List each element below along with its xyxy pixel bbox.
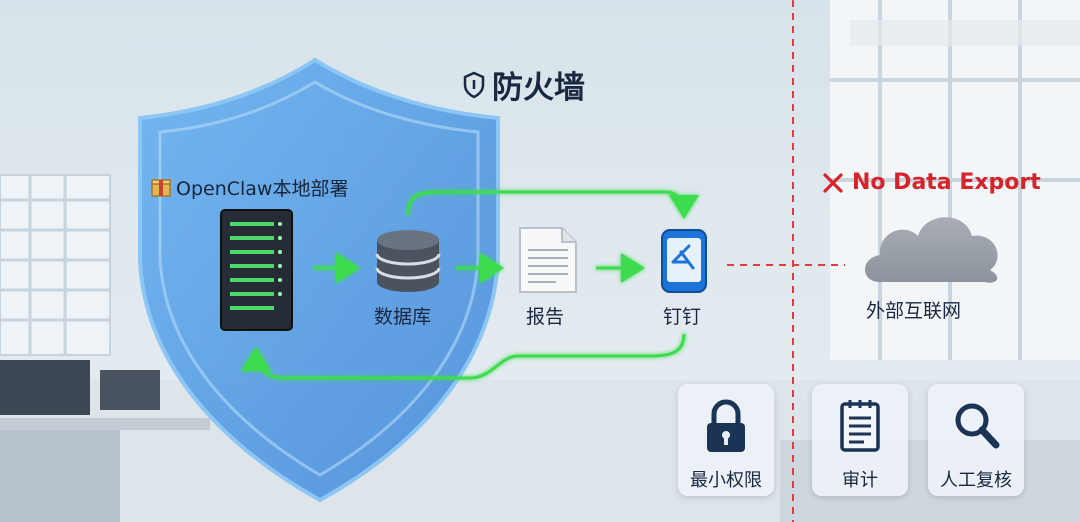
- feature-label: 审计: [842, 470, 878, 491]
- firewall-title: 防火墙: [462, 62, 585, 107]
- lock-icon: [707, 399, 745, 452]
- document-icon: [519, 227, 577, 293]
- feature-card-manual-review: 人工复核: [928, 384, 1024, 496]
- feature-label: 人工复核: [940, 470, 1012, 491]
- magnifier-icon: [955, 403, 1000, 449]
- arrow-dingtalk-to-server: [241, 333, 686, 380]
- arrow-db-to-dingtalk: [406, 190, 699, 219]
- feature-card-audit: 审计: [812, 384, 908, 496]
- local-deployment-text: OpenClaw本地部署: [176, 178, 349, 200]
- feature-label: 最小权限: [690, 470, 762, 491]
- server-rack-icon: [220, 209, 293, 331]
- notepad-icon: [840, 400, 880, 452]
- database-label: 数据库: [374, 306, 432, 328]
- x-icon: [823, 172, 843, 193]
- dingtalk-label: 钉钉: [663, 306, 702, 328]
- package-icon: [151, 178, 171, 197]
- database-icon: [375, 230, 441, 292]
- local-deployment-label: OpenClaw本地部署: [150, 174, 348, 201]
- firewall-title-text: 防火墙: [492, 70, 585, 106]
- dingtalk-icon: [661, 229, 707, 293]
- no-data-export-text: No Data Export: [852, 170, 1041, 195]
- report-label: 报告: [526, 306, 565, 328]
- feature-card-least-privilege: 最小权限: [678, 384, 774, 496]
- cloud-icon: [865, 217, 998, 283]
- firewall-shield: [138, 57, 500, 503]
- no-data-export-label: No Data Export: [822, 170, 1041, 195]
- internet-label: 外部互联网: [866, 300, 962, 322]
- shield-outline-icon: [463, 71, 485, 98]
- flow-arrows: [241, 190, 699, 380]
